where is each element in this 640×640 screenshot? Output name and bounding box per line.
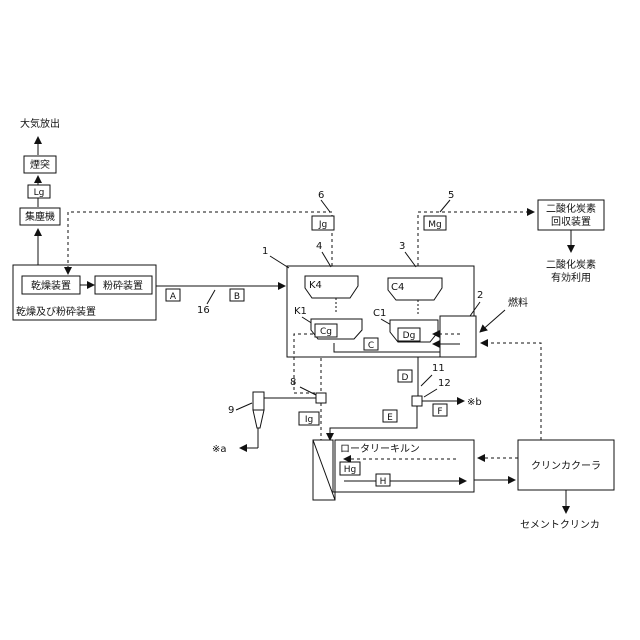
ref-11: 11: [432, 363, 445, 374]
ref-12: 12: [438, 378, 451, 389]
ref-4-leader: [322, 252, 331, 267]
ref-1-leader: [270, 256, 289, 268]
ref-4: 4: [316, 241, 322, 252]
d-stream-label: D: [402, 373, 409, 383]
ig-stream-label: Ig: [305, 415, 313, 425]
bypass-cyclone-body: [253, 392, 264, 410]
ref-3-leader: [405, 252, 416, 267]
ref-5-leader: [440, 200, 450, 212]
jg-stream-label: Jg: [318, 220, 327, 230]
lg-stream-label: Lg: [34, 188, 45, 198]
k4-label: K4: [309, 280, 322, 291]
chimney-label: 煙突: [30, 158, 50, 171]
fuel-arrow: [480, 310, 505, 332]
ref-8: 8: [290, 377, 296, 388]
mark-b: ※b: [467, 397, 482, 408]
ref-6: 6: [318, 190, 324, 201]
c4-label: C4: [391, 282, 404, 293]
calciner-box: [440, 316, 476, 357]
dust-collector-label: 集塵機: [25, 210, 55, 223]
ref-3: 3: [399, 241, 405, 252]
co2-recovery-label-2: 回収装置: [551, 215, 591, 228]
dry-crush-unit-label: 乾燥及び粉砕装置: [16, 305, 96, 318]
cg-stream-label: Cg: [320, 327, 332, 337]
c1-label: C1: [373, 308, 386, 319]
splitter-8: [316, 393, 326, 403]
crusher-label: 粉砕装置: [103, 279, 143, 292]
f-stream-label: F: [437, 407, 442, 417]
rotary-kiln-label: ロータリーキルン: [340, 443, 420, 455]
atmosphere-label: 大気放出: [20, 117, 60, 130]
dg-stream-label: Dg: [403, 331, 416, 341]
splitter-12: [412, 396, 422, 406]
ref-5: 5: [448, 190, 454, 201]
bypass-cyclone-cone: [253, 410, 264, 428]
ref-16-leader: [207, 290, 215, 304]
co2-use-label-2: 有効利用: [551, 271, 591, 284]
a-stream-label: A: [170, 292, 177, 302]
c-stream-label: C: [368, 341, 374, 351]
ref-12-leader: [424, 389, 437, 397]
clinker-cooler-label: クリンカクーラ: [531, 460, 601, 472]
e-stream-label: E: [387, 413, 393, 423]
hg-stream-label: Hg: [344, 465, 356, 475]
ref-16: 16: [197, 305, 210, 316]
dryer-label: 乾燥装置: [31, 279, 71, 292]
ref-8-leader: [300, 387, 316, 395]
co2-recovery-label-1: 二酸化炭素: [546, 202, 596, 215]
h-stream-label: H: [380, 477, 387, 487]
e-stream-line: [330, 406, 417, 440]
cement-clinker-label: セメントクリンカ: [520, 519, 600, 531]
k1-label: K1: [294, 306, 307, 317]
ref-2: 2: [477, 290, 483, 301]
co2-use-label-1: 二酸化炭素: [546, 258, 596, 271]
ref-11-leader: [421, 375, 432, 386]
ref-6-leader: [321, 200, 330, 212]
fuel-label: 燃料: [508, 296, 528, 309]
ref-1: 1: [262, 246, 268, 257]
b-stream-label: B: [234, 292, 240, 302]
ref-9-leader: [236, 403, 252, 410]
tertiary-air-line: [481, 343, 541, 440]
mg-stream-label: Mg: [428, 220, 441, 230]
ref-9: 9: [228, 405, 234, 416]
mark-a: ※a: [212, 444, 227, 455]
